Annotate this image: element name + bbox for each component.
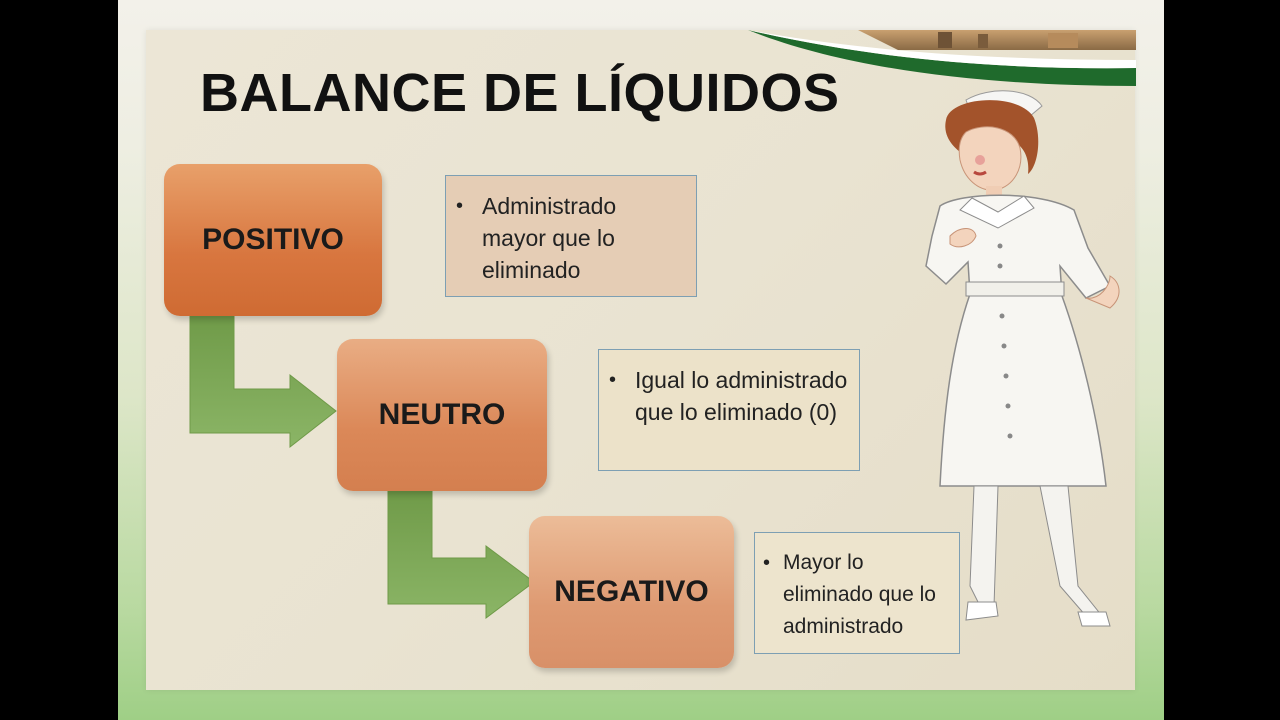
- bent-arrow-icon: [386, 488, 536, 620]
- stage-label: POSITIVO: [202, 223, 344, 257]
- bullet-icon: •: [609, 364, 616, 396]
- stage-box-neutro: NEUTRO: [337, 339, 547, 491]
- stage-box-positivo: POSITIVO: [164, 164, 382, 316]
- stage-box-negativo: NEGATIVO: [529, 516, 734, 668]
- bullet-icon: •: [456, 190, 463, 222]
- bullet-icon: •: [763, 547, 770, 579]
- stage-label: NEGATIVO: [554, 575, 708, 609]
- slide-title: BALANCE DE LÍQUIDOS: [200, 62, 840, 124]
- nurse-illustration-icon: [910, 86, 1140, 646]
- description-text: Administrado mayor que lo eliminado: [482, 193, 616, 283]
- stage-label: NEUTRO: [379, 398, 506, 432]
- stage-description-neutro: • Igual lo administrado que lo eliminado…: [598, 349, 860, 471]
- bent-arrow-icon: [186, 313, 338, 449]
- description-text: Igual lo administrado que lo eliminado (…: [635, 367, 847, 425]
- stage-description-positivo: • Administrado mayor que lo eliminado: [445, 175, 697, 297]
